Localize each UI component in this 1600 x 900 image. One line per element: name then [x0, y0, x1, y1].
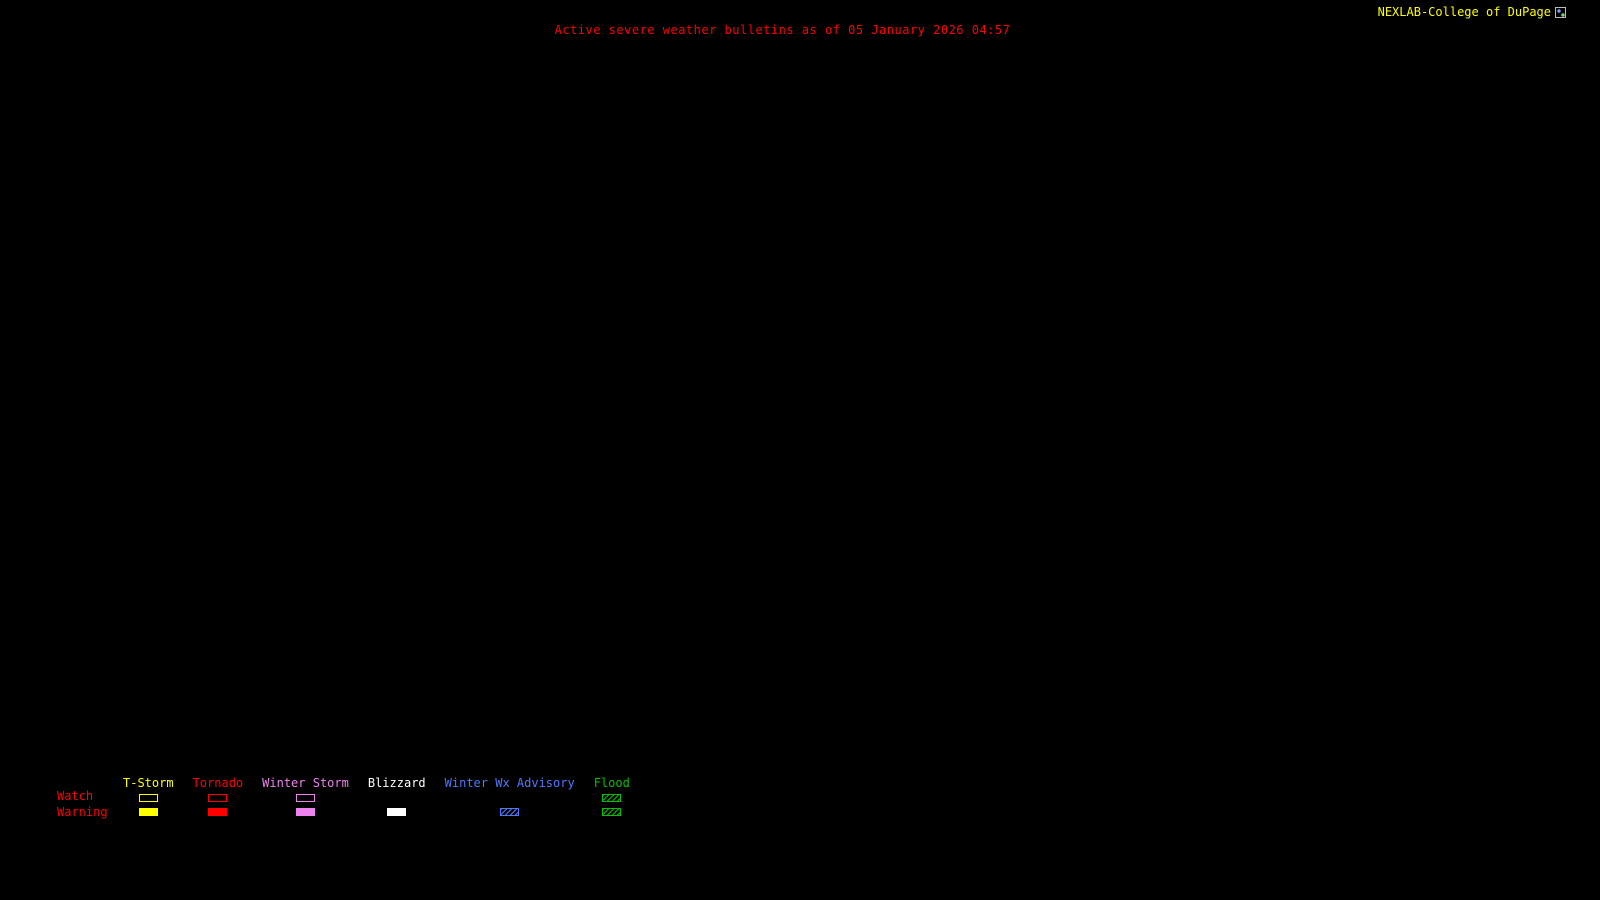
legend-column-t-storm: T-Storm — [123, 777, 174, 816]
legend-swatch-warning-flood — [602, 808, 622, 816]
legend-swatch-warning-tornado — [208, 808, 228, 816]
legend-swatch-warning-winter-storm — [296, 808, 315, 816]
legend-watch-label: Watch — [57, 789, 94, 803]
legend-swatch-warning-winter-wx-advisory — [500, 808, 520, 816]
legend-column-blizzard: Blizzard — [368, 777, 426, 816]
brand-area: NEXLAB-College of DuPage — [1378, 5, 1566, 19]
legend-column-label: Winter Storm — [262, 776, 349, 790]
legend-swatch-watch-winter-storm — [296, 794, 315, 802]
legend-warning-label: Warning — [57, 805, 108, 819]
legend-columns: T-Storm Tornado Winter Storm Blizzard Winter… — [123, 777, 630, 816]
legend-column-label: T-Storm — [123, 776, 174, 790]
legend-swatch-warning-blizzard — [387, 808, 407, 816]
legend-column-label: Winter Wx Advisory — [444, 776, 575, 790]
nexlab-logo-icon — [1555, 6, 1566, 18]
legend-column-tornado: Tornado — [192, 776, 244, 816]
legend-swatch-watch-tornado — [208, 794, 228, 802]
legend-column-winter-wx-advisory: Winter Wx Advisory — [445, 777, 575, 816]
legend-column-label: Flood — [593, 776, 630, 790]
legend-swatch-watch-t-storm — [138, 794, 158, 802]
bulletin-title: Active severe weather bulletins as of 05… — [554, 23, 1011, 37]
legend-column-label: Blizzard — [367, 776, 426, 790]
brand-label: NEXLAB-College of DuPage — [1377, 5, 1551, 19]
legend-column-flood: Flood — [594, 777, 630, 816]
legend-swatch-warning-t-storm — [138, 808, 158, 816]
legend-column-label: Tornado — [192, 776, 244, 790]
legend-column-winter-storm: Winter Storm — [262, 777, 349, 816]
legend-swatch-watch-flood — [602, 794, 622, 802]
